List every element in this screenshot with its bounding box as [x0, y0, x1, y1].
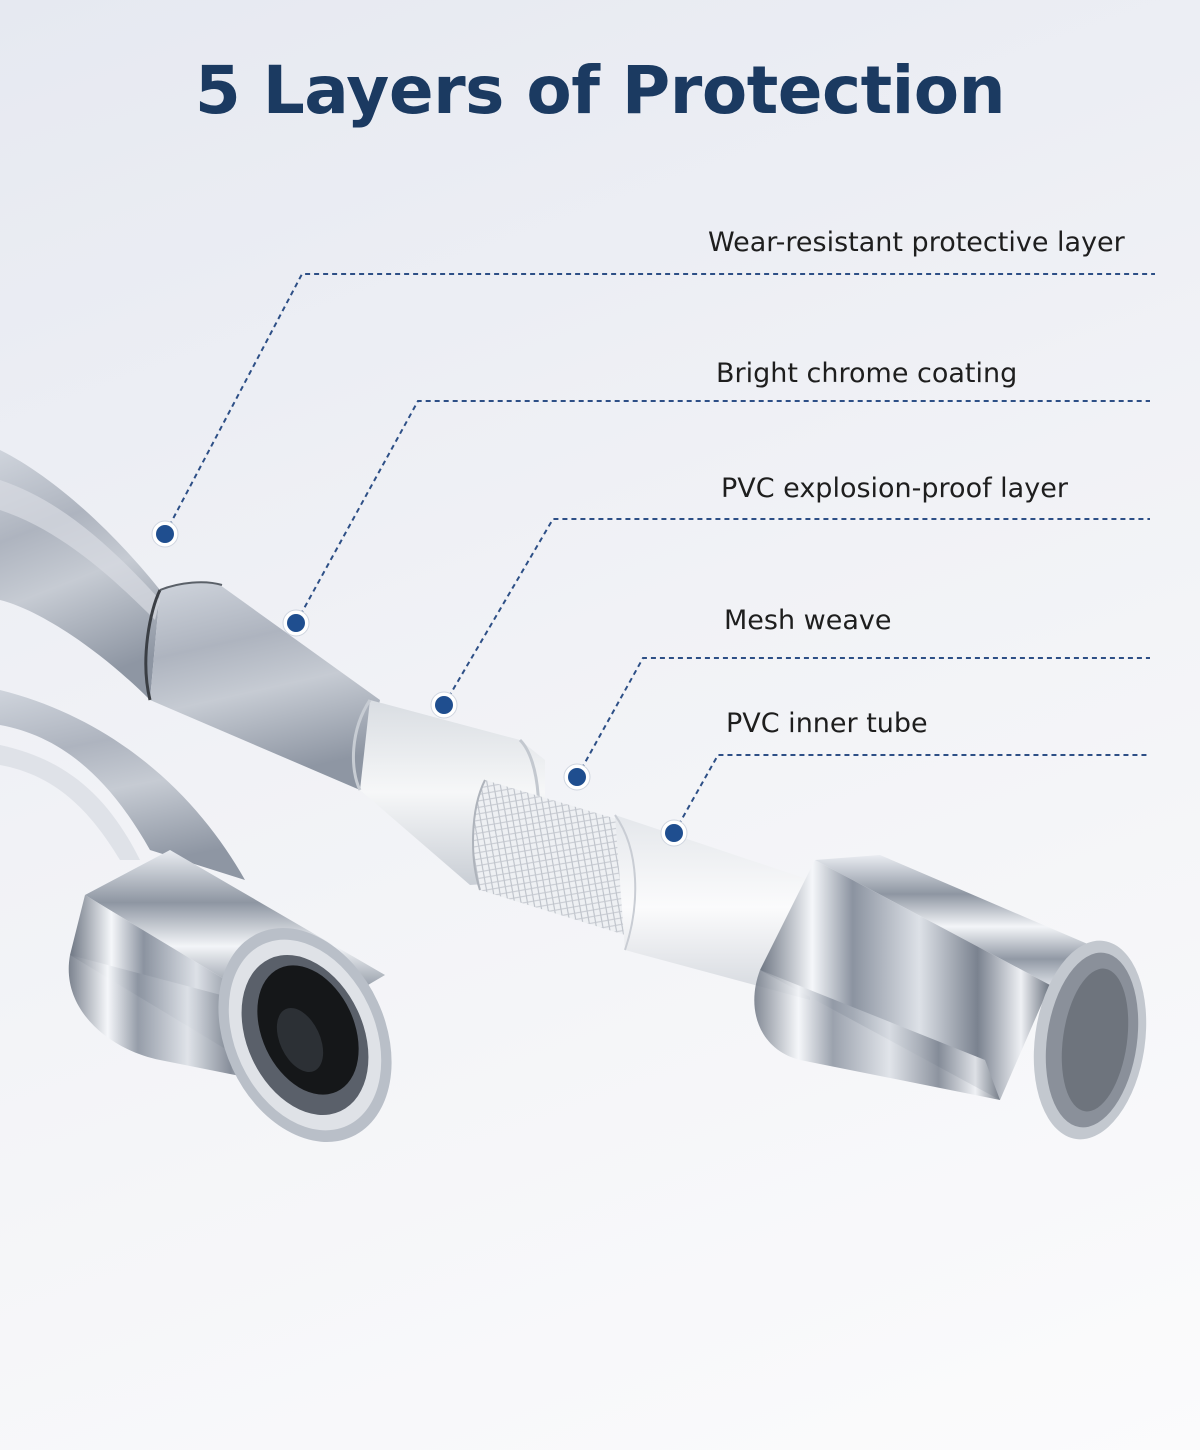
layer-marker-dot-pvc-explosion-proof-layer [435, 696, 453, 714]
lower-chrome-fitting [68, 850, 392, 1142]
callout-line-bright-chrome-coating [295, 400, 1150, 624]
layer-marker-dot-bright-chrome-coating [287, 614, 305, 632]
lower-hose [0, 690, 245, 880]
callout-line-pvc-inner-tube [673, 754, 1148, 834]
layer-marker-dot-wear-resistant-layer [156, 525, 174, 543]
upper-hose [0, 450, 380, 790]
callout-lines [151, 273, 1155, 847]
callout-line-mesh-weave [576, 657, 1150, 778]
callout-line-pvc-explosion-proof-layer [443, 518, 1150, 706]
callout-label-wear-resistant-layer: Wear-resistant protective layer [708, 227, 1125, 258]
callout-label-pvc-inner-tube: PVC inner tube [726, 708, 928, 739]
callout-label-bright-chrome-coating: Bright chrome coating [716, 358, 1018, 389]
layer-marker-dot-mesh-weave [568, 768, 586, 786]
mesh-weave-segment [472, 779, 636, 935]
callout-label-mesh-weave: Mesh weave [724, 605, 892, 636]
right-chrome-fitting [754, 855, 1147, 1140]
pvc-inner-tube-segment [614, 814, 810, 1000]
page-title: 5 Layers of Protection [194, 52, 1006, 129]
callout-label-pvc-explosion-proof-layer: PVC explosion-proof layer [721, 473, 1068, 504]
layer-marker-dot-pvc-inner-tube [665, 824, 683, 842]
